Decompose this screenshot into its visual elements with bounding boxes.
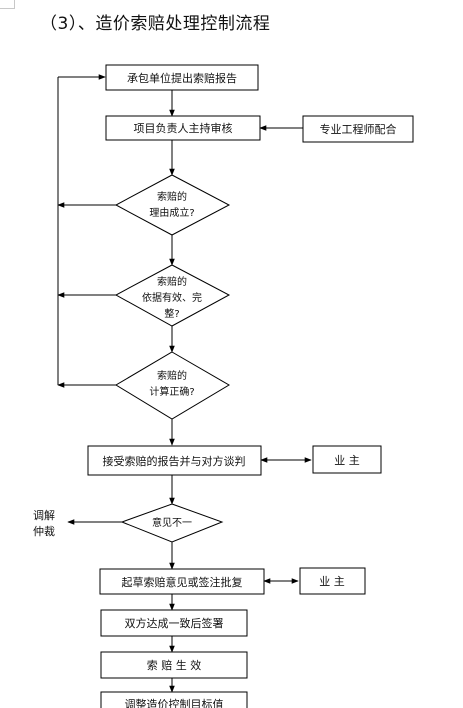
decision-basis-valid: 索赔的 依据有效、完 整?	[114, 264, 231, 327]
decision-calc-line-2: 计算正确?	[149, 385, 194, 398]
process-box-engineer: 专业工程师配合	[302, 115, 414, 143]
process-box-owner-1: 业 主	[312, 445, 382, 474]
label-review: 项目负责人主持审核	[134, 121, 233, 135]
decision-disagreement: 意见不一	[120, 503, 224, 543]
label-disagreement: 意见不一	[152, 516, 192, 529]
decision-basis-line-3: 整?	[164, 307, 179, 320]
label-engineer: 专业工程师配合	[320, 122, 397, 136]
process-box-effective: 索 赔 生 效	[100, 651, 248, 679]
process-box-submit: 承包单位提出索赔报告	[105, 64, 259, 91]
mediation-line-2: 仲裁	[33, 524, 55, 538]
label-effective: 索 赔 生 效	[147, 658, 202, 672]
process-box-adjust: 调整造价控制目标值	[100, 691, 248, 708]
page-corner-mark	[0, 0, 15, 9]
label-sign: 双方达成一致后签署	[125, 616, 224, 630]
process-box-sign: 双方达成一致后签署	[100, 609, 248, 637]
process-box-owner-2: 业 主	[299, 567, 366, 595]
process-box-draft: 起草索赔意见或签注批复	[99, 568, 265, 595]
decision-reason-valid: 索赔的 理由成立?	[114, 174, 231, 236]
decision-calc-line-1: 索赔的	[157, 369, 187, 382]
label-owner-1: 业 主	[334, 454, 360, 467]
decision-reason-line-1: 索赔的	[157, 190, 187, 203]
process-box-review: 项目负责人主持审核	[105, 115, 261, 141]
label-submit: 承包单位提出索赔报告	[127, 71, 237, 85]
decision-basis-line-1: 索赔的	[157, 275, 187, 288]
mediation-note: 调解 仲裁	[33, 508, 55, 538]
connectors	[57, 74, 312, 693]
label-owner-2: 业 主	[319, 575, 345, 588]
section-heading: （3）、造价索赔处理控制流程	[40, 14, 271, 34]
label-adjust: 调整造价控制目标值	[125, 697, 224, 708]
decision-reason-line-2: 理由成立?	[149, 206, 194, 219]
label-accept: 接受索赔的报告并与对方谈判	[103, 454, 246, 468]
label-draft: 起草索赔意见或签注批复	[122, 575, 243, 589]
decision-calc-correct: 索赔的 计算正确?	[115, 351, 230, 420]
process-box-accept: 接受索赔的报告并与对方谈判	[87, 445, 262, 476]
decision-basis-line-2: 依据有效、完	[142, 291, 202, 304]
mediation-line-1: 调解	[33, 508, 55, 522]
